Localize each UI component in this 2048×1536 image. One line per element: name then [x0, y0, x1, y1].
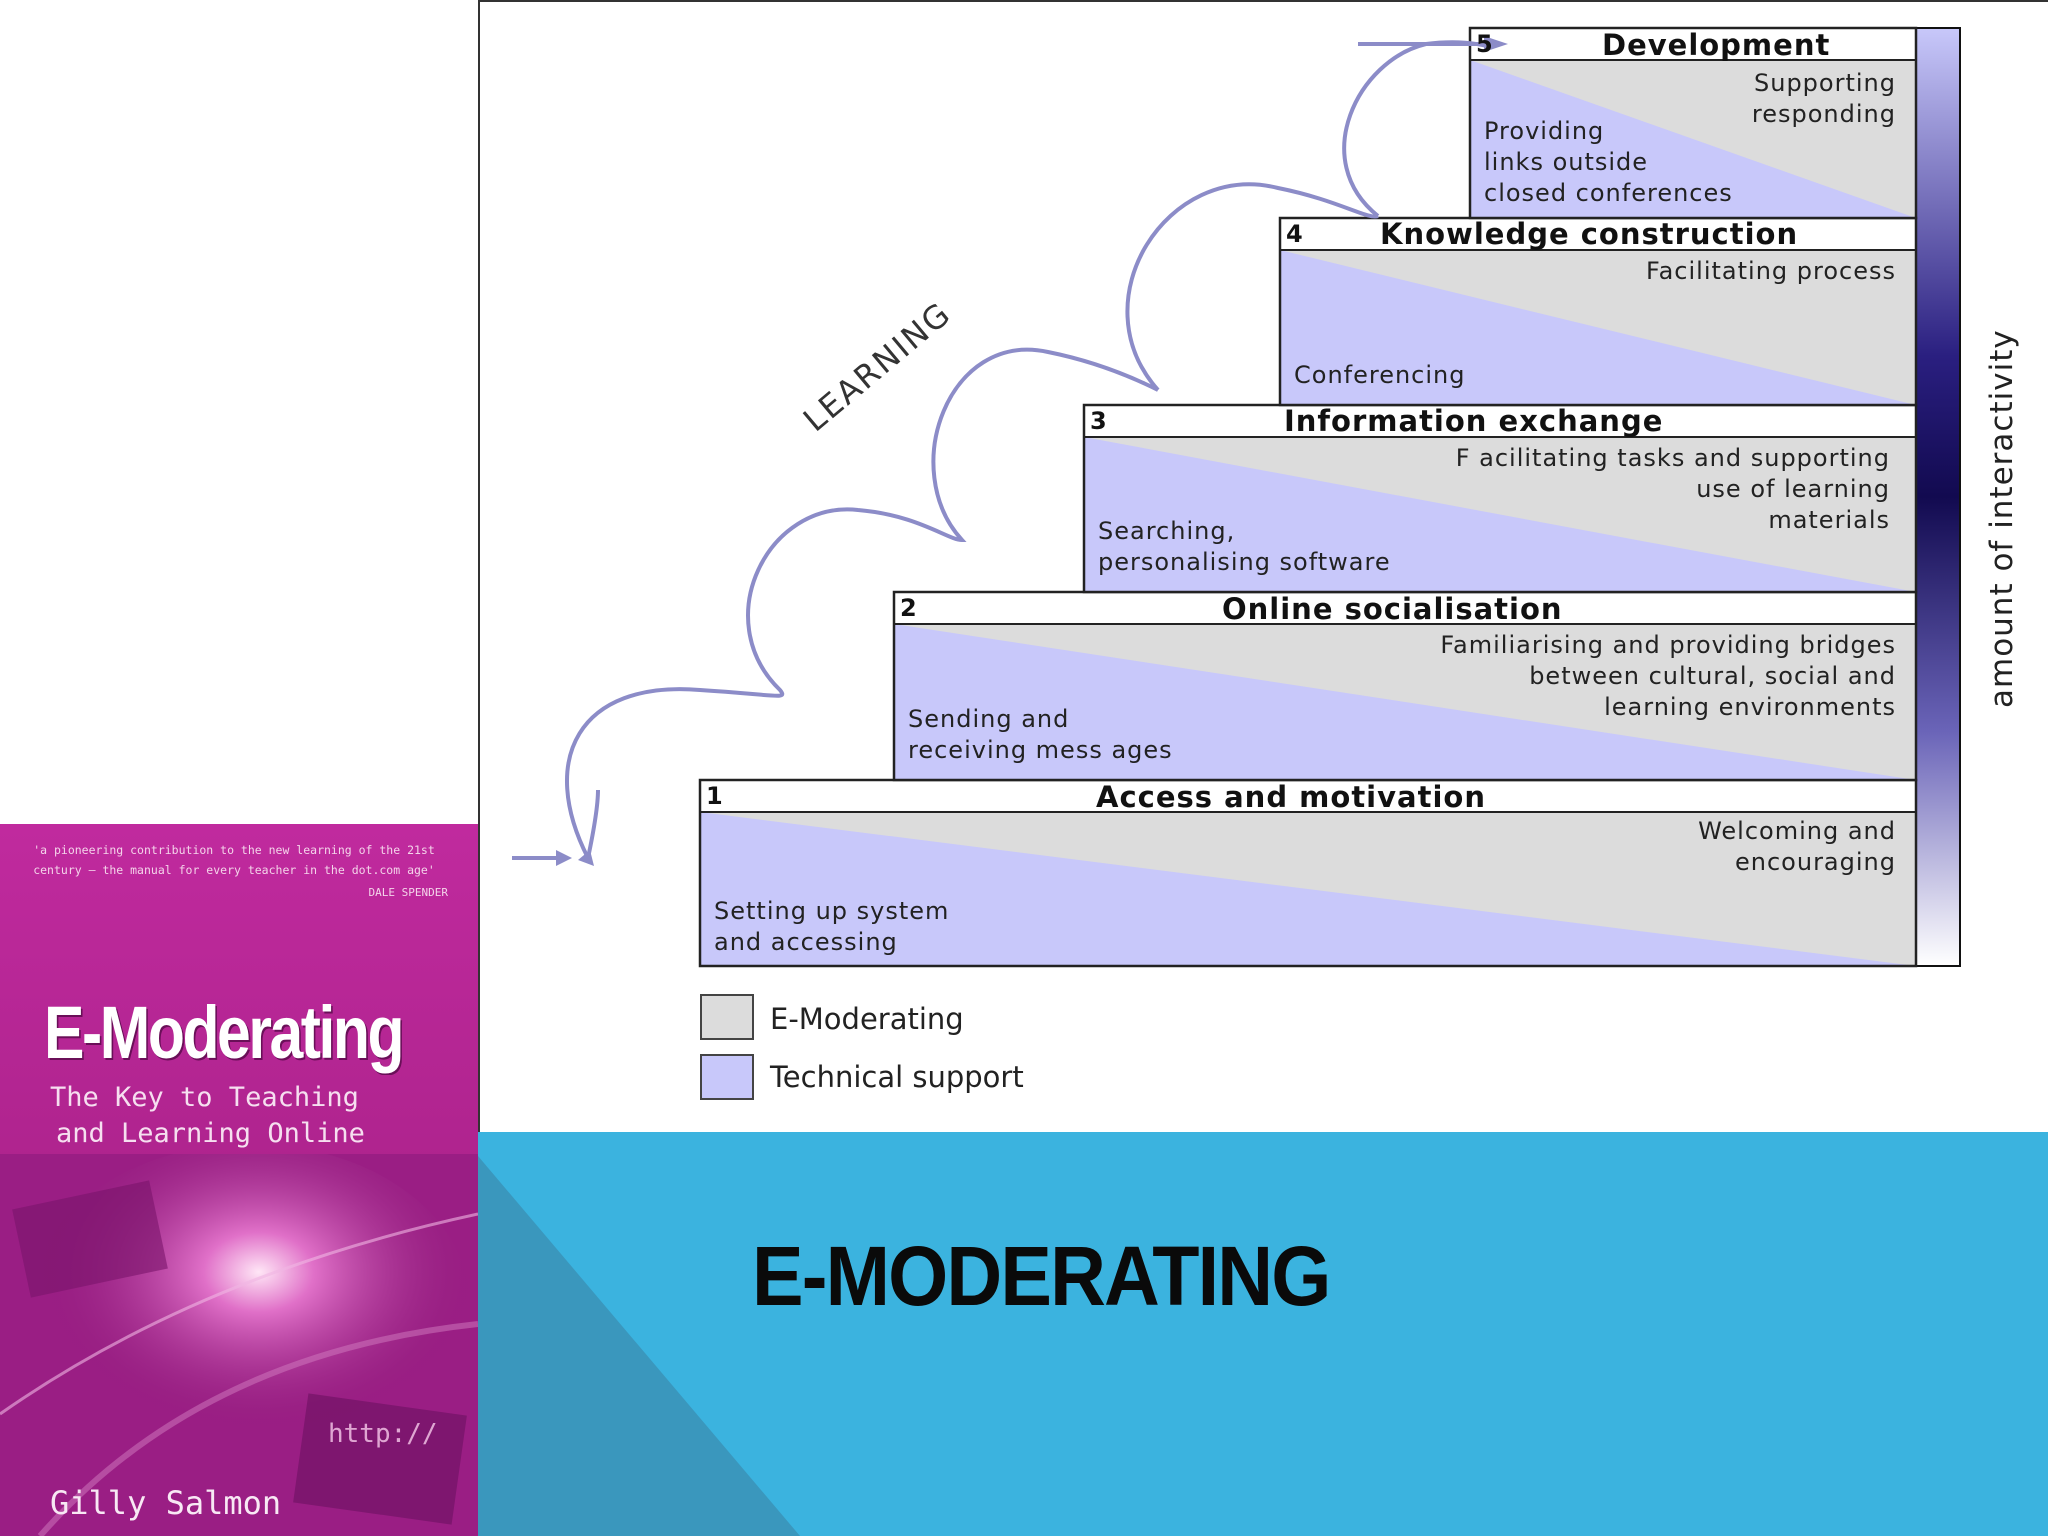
step-1-title: Access and motivation [1096, 780, 1486, 814]
step-2-block [892, 590, 1918, 782]
book-title: E-Moderating [44, 991, 405, 1074]
step-4-title: Knowledge construction [1380, 217, 1799, 251]
step-5-technical-note: Providing links outside closed conferenc… [1484, 117, 1733, 207]
legend-label-technical-support: Technical support [770, 1060, 1024, 1094]
legend-swatch-e-moderating [700, 994, 754, 1040]
step-1-e-moderating-note: Welcoming and encouraging [1698, 817, 1896, 876]
step-3-block [1082, 403, 1918, 594]
book-cover-artwork: http:// [0, 1154, 478, 1536]
step-2-technical-note: Sending and receiving mess ages [908, 705, 1173, 764]
step-2-title: Online socialisation [1222, 592, 1563, 626]
step-1-number: 1 [706, 782, 723, 810]
step-3-number: 3 [1090, 407, 1107, 435]
step-4-number: 4 [1286, 220, 1303, 248]
book-author: Gilly Salmon [50, 1484, 282, 1522]
step-4-e-moderating-note: Facilitating process [1645, 257, 1896, 285]
step-2-number: 2 [900, 594, 917, 622]
step-1-technical-note: Setting up system and accessing [714, 897, 950, 956]
slide-title: E-MODERATING [752, 1229, 1331, 1323]
book-art-url: http:// [328, 1419, 438, 1449]
interactivity-bar [1915, 27, 1961, 967]
band-accent-shape [478, 1156, 800, 1536]
book-subtitle-line1: The Key to Teaching [50, 1082, 359, 1113]
step-5-e-moderating-note: Supporting responding [1751, 69, 1896, 128]
stair-diagram [512, 26, 1961, 968]
step-5-title: Development [1602, 28, 1831, 62]
legend-swatch-technical-support [700, 1054, 754, 1100]
step-5-block [1468, 26, 1918, 220]
interactivity-label: amount of interactivity [1984, 329, 2020, 708]
learning-arrow-heads [578, 36, 1508, 866]
book-cover: 'a pioneering contribution to the new le… [0, 824, 478, 1536]
step-4-block [1278, 216, 1918, 407]
step-3-e-moderating-note: F acilitating tasks and supporting use o… [1455, 444, 1890, 534]
step-1-block [698, 778, 1918, 968]
book-subtitle-line2: and Learning Online [56, 1118, 365, 1149]
book-quote: 'a pioneering contribution to the new le… [33, 843, 435, 877]
step-2-e-moderating-note: Familiarising and providing bridges betw… [1440, 631, 1896, 721]
step-3-title: Information exchange [1284, 404, 1664, 438]
step-5-number: 5 [1476, 30, 1493, 58]
step-3-technical-note: Searching, personalising software [1098, 517, 1391, 576]
book-quote-author: DALE SPENDER [368, 886, 448, 899]
step-4-technical-note: Conferencing [1294, 361, 1466, 389]
legend-label-e-moderating: E-Moderating [770, 1002, 964, 1036]
learning-arrow [512, 40, 1489, 866]
